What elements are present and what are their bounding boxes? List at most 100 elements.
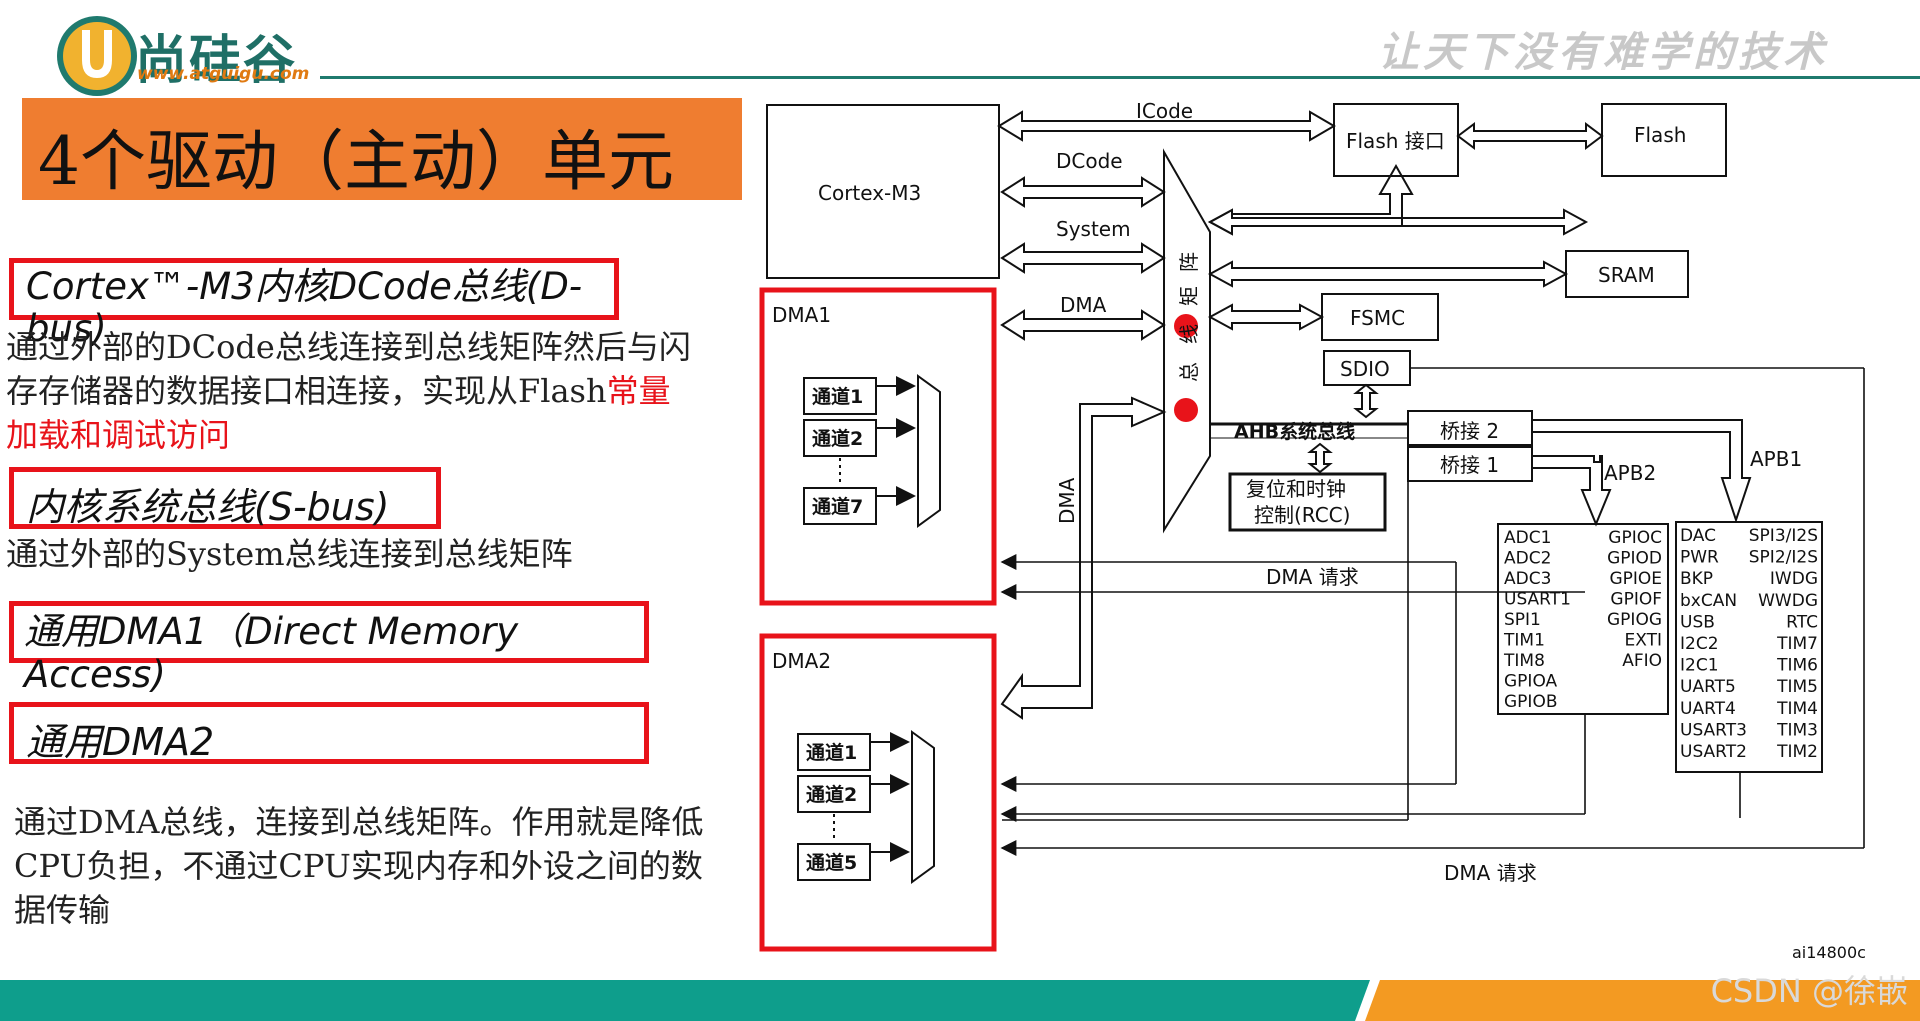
dma1-label-box (9, 601, 649, 663)
dbus-label: Cortex™-M3内核DCode总线(D-bus) (26, 265, 583, 350)
apb1-peripheral: DAC (1680, 526, 1716, 546)
sdio-label: SDIO (1340, 357, 1390, 381)
sbus-label: 内核系统总线(S-bus) (26, 485, 390, 529)
system-label: System (1056, 217, 1131, 241)
sbus-label-box (9, 467, 441, 529)
apb1-peripheral: UART4 (1680, 699, 1736, 719)
apb1-peripheral: TIM2 (1776, 742, 1818, 762)
matrix-char-3: 矩 (1177, 286, 1201, 306)
bus-matrix-shape (1163, 148, 1211, 534)
apb1-peripheral: SPI2/I2S (1749, 548, 1818, 568)
bus-architecture-diagram: Cortex-M3 ICode DCode System DMA Flash 接… (759, 99, 1866, 962)
bridge1-label: 桥接 1 (1440, 453, 1499, 477)
red-marker-dot (1174, 314, 1198, 338)
rcc-box (1228, 472, 1387, 532)
sram-label: SRAM (1598, 263, 1655, 287)
apb1-peripheral: WWDG (1758, 591, 1818, 611)
dma2-highlight (759, 633, 997, 952)
dbus-label-box (9, 258, 619, 320)
apb1-peripheral: I2C1 (1680, 656, 1719, 676)
dcode-label: DCode (1056, 149, 1123, 173)
dbus-desc-line-1: 通过外部的DCode总线连接到总线矩阵然后与闪 (6, 328, 691, 366)
cortex-m3-box (766, 104, 1000, 279)
logo-u-icon (57, 16, 137, 96)
matrix-char-1: 总 (1177, 362, 1201, 382)
header-divider (320, 76, 1920, 79)
dma2-title: DMA2 (772, 649, 831, 673)
rcc-label-1: 复位和时钟 (1246, 477, 1346, 501)
flash-interface-label: Flash 接口 (1346, 129, 1445, 153)
brand-url: www.atguigu.com (137, 64, 310, 84)
flash-label: Flash (1634, 123, 1686, 147)
icode-label: ICode (1136, 99, 1193, 123)
apb1-peripherals-box (1675, 521, 1823, 773)
apb2-peripheral: GPIOC (1608, 528, 1662, 548)
apb1-peripheral: I2C2 (1680, 634, 1719, 654)
apb1-peripheral: TIM7 (1776, 634, 1818, 654)
apb1-peripheral: BKP (1680, 569, 1713, 589)
dma-bus-label: DMA (1060, 293, 1107, 317)
cortex-label: Cortex-M3 (818, 181, 921, 205)
slogan: 让天下没有难学的技术 (1378, 28, 1828, 76)
dma1-channel: 通道1 (812, 385, 863, 408)
rcc-label-2: 控制(RCC) (1254, 503, 1350, 527)
apb1-peripheral: bxCAN (1680, 591, 1737, 611)
title-banner (22, 98, 742, 200)
apb2-peripheral: EXTI (1625, 631, 1663, 651)
apb2-peripheral: ADC2 (1504, 549, 1551, 569)
apb1-peripheral: RTC (1786, 612, 1818, 632)
apb1-peripheral: USB (1680, 612, 1715, 632)
apb2-peripheral: GPIOD (1607, 549, 1662, 569)
dbus-desc-highlight: 加载和调试访问 (6, 416, 231, 454)
dma1-channel: 通道2 (812, 427, 863, 450)
matrix-char-2: 线 (1177, 324, 1201, 344)
apb2-label: APB2 (1604, 461, 1656, 485)
dma-vertical-label: DMA (1055, 477, 1079, 524)
watermark: CSDN @徐嵌 (1710, 972, 1908, 1010)
dma2-channel: 通道5 (806, 851, 857, 874)
apb1-peripheral: USART3 (1680, 720, 1747, 740)
dma1-label: 通用DMA1（Direct Memory Access) (24, 610, 519, 696)
apb1-peripheral: SPI3/I2S (1749, 526, 1818, 546)
dma1-channel: 通道7 (812, 495, 863, 518)
dma-desc-line-2: CPU负担，不通过CPU实现内存和外设之间的数 (14, 847, 703, 885)
apb2-peripheral: ADC1 (1504, 528, 1551, 548)
dma-desc-line-1: 通过DMA总线，连接到总线矩阵。作用就是降低 (14, 803, 704, 841)
ahb-label: AHB系统总线 (1234, 420, 1355, 443)
red-marker-dot (1174, 398, 1198, 422)
bridge2-label: 桥接 2 (1440, 419, 1499, 443)
footer-band (0, 980, 1920, 1021)
apb2-peripheral: GPIOA (1504, 672, 1558, 692)
bridge2-box (1407, 410, 1533, 446)
dma-request-label-1: DMA 请求 (1266, 565, 1359, 589)
apb1-peripheral: TIM6 (1776, 656, 1818, 676)
apb2-peripherals-box (1497, 523, 1669, 715)
apb1-label: APB1 (1750, 447, 1802, 471)
dma-request-label-2: DMA 请求 (1444, 861, 1537, 885)
apb2-peripheral: TIM8 (1503, 651, 1545, 671)
brand-name: 尚硅谷 (135, 30, 298, 91)
page-title: 4个驱动（主动）单元 (38, 123, 674, 200)
fsmc-label: FSMC (1350, 306, 1405, 330)
apb1-peripheral: UART5 (1680, 677, 1736, 697)
apb1-peripheral: IWDG (1770, 569, 1818, 589)
apb2-peripheral: ADC3 (1504, 569, 1551, 589)
apb1-peripheral: PWR (1680, 548, 1719, 568)
dma1-highlight (759, 287, 997, 606)
apb2-peripheral: AFIO (1622, 651, 1662, 671)
apb1-peripheral: TIM4 (1776, 699, 1818, 719)
dma2-channel: 通道1 (806, 741, 857, 764)
apb2-peripheral: GPIOE (1609, 569, 1662, 589)
dma2-label: 通用DMA2 (26, 720, 215, 764)
apb2-peripheral: SPI1 (1504, 610, 1541, 630)
dma-desc-line-3: 据传输 (14, 891, 111, 929)
matrix-char-4: 阵 (1177, 252, 1201, 272)
dbus-desc-line-2: 存存储器的数据接口相连接，实现从Flash常量 (6, 372, 671, 410)
apb1-peripheral: TIM3 (1776, 720, 1818, 740)
apb2-peripheral: GPIOF (1610, 590, 1662, 610)
flash-box (1601, 103, 1727, 177)
dma1-title: DMA1 (772, 303, 831, 327)
figure-code: ai14800c (1792, 943, 1866, 962)
apb2-peripheral: GPIOB (1504, 692, 1557, 712)
apb2-peripheral: GPIOG (1607, 610, 1662, 630)
